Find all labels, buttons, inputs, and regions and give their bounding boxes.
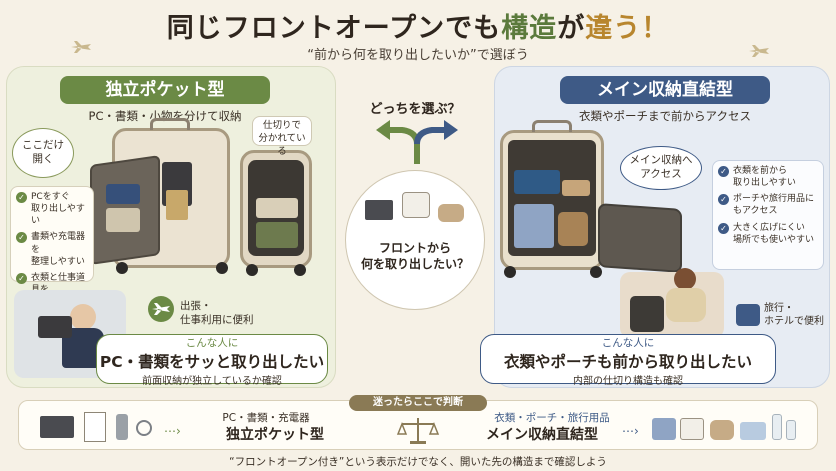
divider-note: 仕切りで 分かれている: [252, 116, 312, 157]
main-items-text: 衣類・ポーチ・旅行用品: [494, 412, 610, 424]
laptop-icon: [38, 316, 72, 338]
person-head: [674, 268, 696, 290]
person-body: [666, 288, 706, 322]
cable-icon: [136, 420, 152, 436]
pouch-icon: [514, 170, 560, 194]
footer-note: “フロントオープン付き”という表示だけでなく、開いた先の構造まで確認しよう: [229, 456, 607, 468]
packing-cube-icon: [256, 222, 298, 248]
question-circle-text: フロントから 何を取り出したい？: [360, 241, 469, 272]
wheel-icon: [246, 264, 258, 276]
check-icon: ✓: [718, 222, 729, 234]
check-icon: ✓: [718, 166, 729, 177]
feature-item: ✓PCをすぐ 取り出しやすい: [16, 191, 88, 227]
clothes-icon: [256, 198, 298, 218]
main-storage-tag: メイン収納直結型: [560, 76, 770, 104]
hotel-icon: [736, 304, 760, 326]
feature-item: ✓衣類を前から 取り出しやすい: [718, 165, 818, 189]
page-title: 同じフロントオープンでも構造が違う！: [166, 13, 670, 44]
suitcase-icon: [630, 296, 664, 332]
business-use-text: 出張・ 仕事利用に便利: [180, 300, 254, 326]
main-storage-desc: 衣類やポーチまで前からアクセス: [579, 109, 751, 123]
decision-guide-tag: 迷ったらここで判断: [349, 395, 487, 411]
independent-pocket-persona: こんな人に PC・書類をサッと取り出したい 前面収納が独立しているか確認: [96, 334, 328, 387]
airplane-icon: [749, 45, 769, 57]
document-icon: [84, 412, 106, 442]
check-icon: ✓: [16, 272, 27, 284]
suitcase-handle: [150, 118, 190, 130]
feature-item: ✓ポーチや旅行用品に もアクセス: [718, 193, 818, 217]
main-result-text: メイン収納直結型: [486, 427, 598, 443]
pouch-icon: [438, 204, 464, 222]
shirt-icon: [514, 204, 554, 248]
wheel-icon: [294, 264, 306, 276]
arrow-right-icon: ⋯›: [164, 424, 181, 438]
travel-use-text: 旅行・ ホテルで便利: [764, 303, 824, 327]
bag-icon: [558, 212, 588, 246]
document-icon: [106, 184, 140, 204]
laptop-icon: [365, 200, 393, 220]
pocket-items-text: PC・書類・充電器: [222, 412, 310, 424]
choice-arrows-icon: [376, 120, 458, 164]
laptop-icon: [40, 416, 74, 438]
wheel-icon: [116, 262, 128, 274]
main-access-bubble: メイン収納へ アクセス: [620, 146, 702, 190]
independent-pocket-tag: 独立ポケット型: [60, 76, 270, 104]
scale-icon: [396, 418, 440, 444]
independent-pocket-features: ✓PCをすぐ 取り出しやすい ✓書類や充電器を 整理しやすい ✓衣類と仕事道具を…: [10, 186, 94, 307]
clothes-icon: [562, 180, 590, 196]
wheel-icon: [504, 266, 516, 278]
airplane-icon: [71, 41, 91, 53]
shirt-icon: [652, 418, 676, 440]
pouch-icon: [106, 208, 140, 232]
feature-item: ✓大きく広げにくい 場所でも使いやすい: [718, 222, 818, 246]
page-subtitle: “前から何を取り出したいか”で選ぼう: [307, 48, 529, 63]
which-to-choose: どっちを選ぶ？: [369, 102, 461, 117]
check-icon: ✓: [16, 192, 27, 203]
bottle-icon: [772, 414, 782, 440]
tshirt-icon: [402, 192, 430, 218]
pouch-icon: [710, 420, 734, 440]
main-storage-persona: こんな人に 衣類やポーチも前から取り出したい 内部の仕切り構造も確認: [480, 334, 776, 387]
suitcase-handle: [532, 120, 572, 132]
check-icon: ✓: [16, 232, 27, 244]
opened-lid: [598, 203, 682, 273]
notebook-icon: [166, 190, 188, 220]
pocket-result-text: 独立ポケット型: [226, 427, 324, 443]
bottle-icon: [786, 420, 796, 440]
towel-icon: [740, 422, 766, 440]
tshirt-icon: [680, 418, 704, 440]
charger-icon: [116, 414, 128, 440]
main-storage-features: ✓衣類を前から 取り出しやすい ✓ポーチや旅行用品に もアクセス ✓大きく広げに…: [712, 160, 824, 270]
feature-item: ✓書類や充電器を 整理しやすい: [16, 231, 88, 267]
wheel-icon: [590, 266, 602, 278]
independent-pocket-desc: PC・書類・小物を分けて収納: [88, 109, 242, 123]
person-head: [70, 304, 96, 330]
airplane-icon: [152, 303, 170, 315]
open-here-bubble: ここだけ 開く: [12, 128, 74, 178]
wheel-icon: [216, 262, 228, 274]
arrow-right-icon: ⋯›: [622, 424, 639, 438]
check-icon: ✓: [718, 194, 729, 206]
